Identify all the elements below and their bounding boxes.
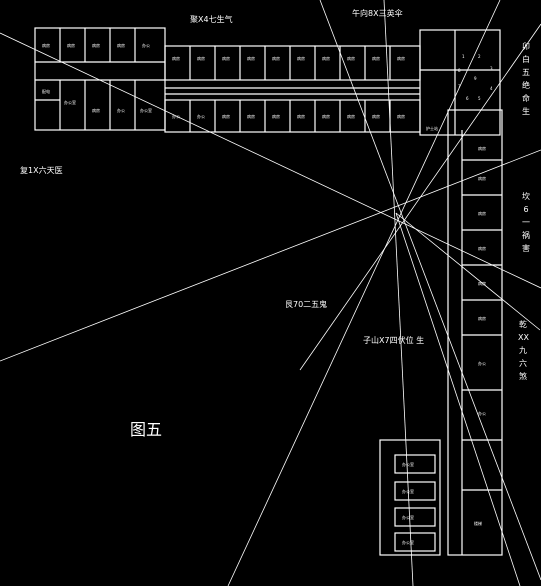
direction-line [395,212,541,331]
room-label: 病房 [478,145,486,151]
room-label: 办公室 [402,539,414,545]
label-top-right: 午向8X三英伞 [352,9,403,18]
room-label: 病房 [297,113,305,119]
room-label: 办公 [478,360,486,366]
room-label: 病房 [397,113,405,119]
label-center-lower: 子山X7四伏位 生 [363,336,425,345]
room-label: 办公室 [140,107,152,113]
room-label: 病房 [197,55,205,61]
room-label: 办公室 [64,99,76,105]
room-label: 办公 [478,410,486,416]
room-label: 办公 [172,113,180,119]
building-walls [34,27,503,556]
direction-line [0,32,541,289]
room-label: 病房 [272,113,280,119]
room-label: 办公室 [402,461,414,467]
room-label: 病房 [172,55,180,61]
compass-number: 1 [462,54,465,59]
direction-line [319,0,541,581]
compass-number: 9 [474,76,477,81]
direction-line [383,0,414,586]
room-label: 病房 [42,42,50,48]
room-label: 病房 [247,55,255,61]
room-label: 病房 [478,175,486,181]
room-label: 病房 [297,55,305,61]
compass-number: 8 [458,68,461,73]
room-label: 楼梯 [474,520,482,526]
label-top-left: 聚X4七生气 [190,15,233,24]
room-label: 病房 [222,113,230,119]
room-label: 病房 [478,210,486,216]
room-label: 病房 [92,42,100,48]
room-label: 病房 [222,55,230,61]
compass-number: 3 [490,66,493,71]
room-label: 病房 [478,315,486,321]
room-label: 办公 [142,42,150,48]
annex-block [379,439,441,556]
direction-line [0,149,541,362]
room-label: 办公 [117,107,125,113]
room-label: 病房 [372,55,380,61]
label-right-top: 卯白五绝命生 [522,42,530,116]
room-label: 病房 [67,42,75,48]
room-label: 病房 [347,55,355,61]
room-label: 病房 [478,245,486,251]
compass-number: 7 [458,84,461,89]
east-wing [447,109,503,556]
label-left: 复1X六天医 [20,166,63,175]
direction-line [395,212,521,586]
room-label: 办公室 [402,488,414,494]
room-label: 病房 [92,107,100,113]
corner-block [419,29,501,136]
room-label: 病房 [322,55,330,61]
label-center: 艮70二五鬼 [285,300,328,309]
room-label: 病房 [347,113,355,119]
label-right-middle: 坎6一祸害 [522,192,530,253]
compass-number: 4 [490,86,493,91]
room-label: 配电 [42,88,50,94]
north-wing-upper [164,45,421,81]
room-label: 病房 [117,42,125,48]
room-label: 病房 [478,280,486,286]
room-label: 护士站 [426,125,438,131]
room-labels: 病房 病房 病房 病房 办公 配电 办公室 病房 办公 办公室 病房 病房 病房… [42,42,486,545]
room-label: 病房 [247,113,255,119]
room-label: 病房 [272,55,280,61]
room-label: 病房 [372,113,380,119]
room-label: 病房 [397,55,405,61]
compass-number: 2 [478,54,481,59]
compass-number: 6 [466,96,469,101]
direction-line [299,23,541,371]
compass-number: 5 [478,96,481,101]
room-label: 病房 [322,113,330,119]
room-label: 办公室 [402,514,414,520]
compass-numbers: 1 2 3 4 5 6 7 8 9 [458,54,493,101]
figure-caption: 图五 [130,420,163,439]
label-right-bottom: 乾XX九六煞 [518,320,529,381]
room-label: 办公 [197,113,205,119]
